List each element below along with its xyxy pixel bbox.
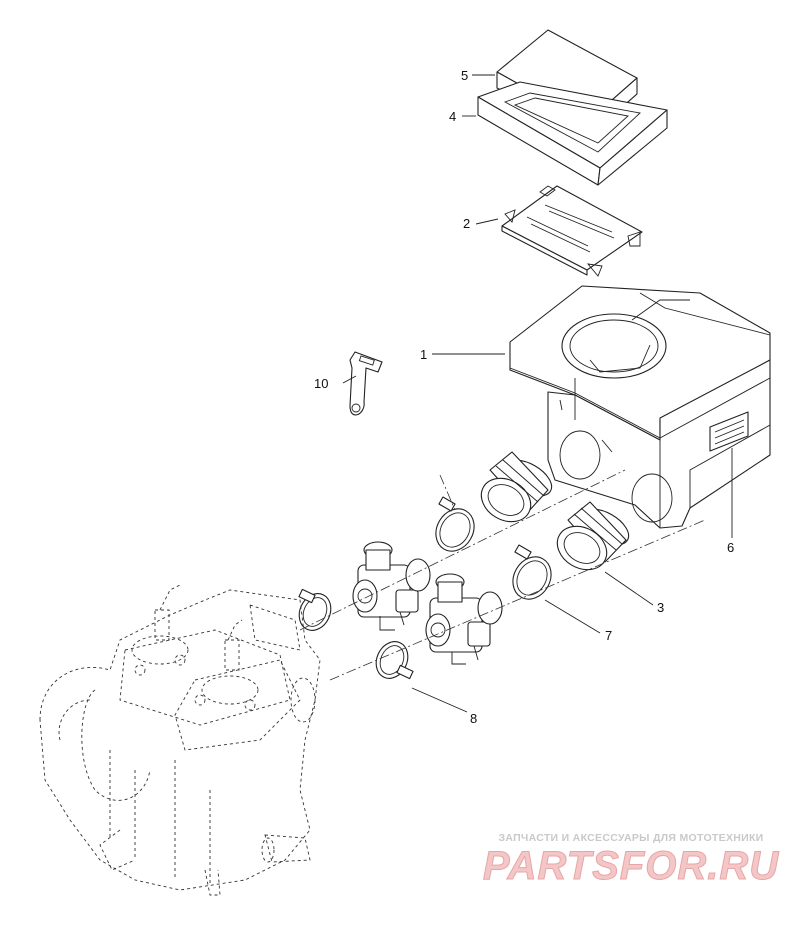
callout-2: 2 (463, 216, 470, 231)
watermark: ЗАПЧАСТИ И АКСЕССУАРЫ ДЛЯ МОТОТЕХНИКИ PA… (476, 832, 786, 889)
part-7-clamp-upper (435, 496, 475, 552)
part-7-clamp-lower (512, 544, 552, 600)
watermark-logo: PARTSFOR.RU (482, 844, 780, 889)
callout-8: 8 (470, 711, 477, 726)
part-10-bracket (349, 351, 383, 416)
callout-7: 7 (605, 628, 612, 643)
callout-leaders (342, 74, 733, 713)
part-2-retaining-plate (501, 185, 643, 277)
callout-10: 10 (314, 376, 328, 391)
engine-phantom (39, 584, 321, 896)
part-3-adaptor-lower (556, 501, 630, 571)
part-3-adaptor-upper (480, 451, 553, 523)
part-1-air-silencer (509, 285, 771, 529)
callout-5: 5 (461, 68, 468, 83)
carburetor-upper (352, 541, 431, 631)
callout-1: 1 (420, 347, 427, 362)
assembly-centerlines (299, 469, 706, 681)
watermark-tagline: ЗАПЧАСТИ И АКСЕССУАРЫ ДЛЯ МОТОТЕХНИКИ (498, 832, 764, 844)
callout-3: 3 (657, 600, 664, 615)
part-8-clamp-upper (298, 588, 332, 631)
part-8-clamp-lower (375, 641, 414, 680)
callout-4: 4 (449, 109, 456, 124)
carburetor-lower (425, 573, 503, 665)
part-4-filter-frame (477, 81, 668, 186)
callout-6: 6 (727, 540, 734, 555)
